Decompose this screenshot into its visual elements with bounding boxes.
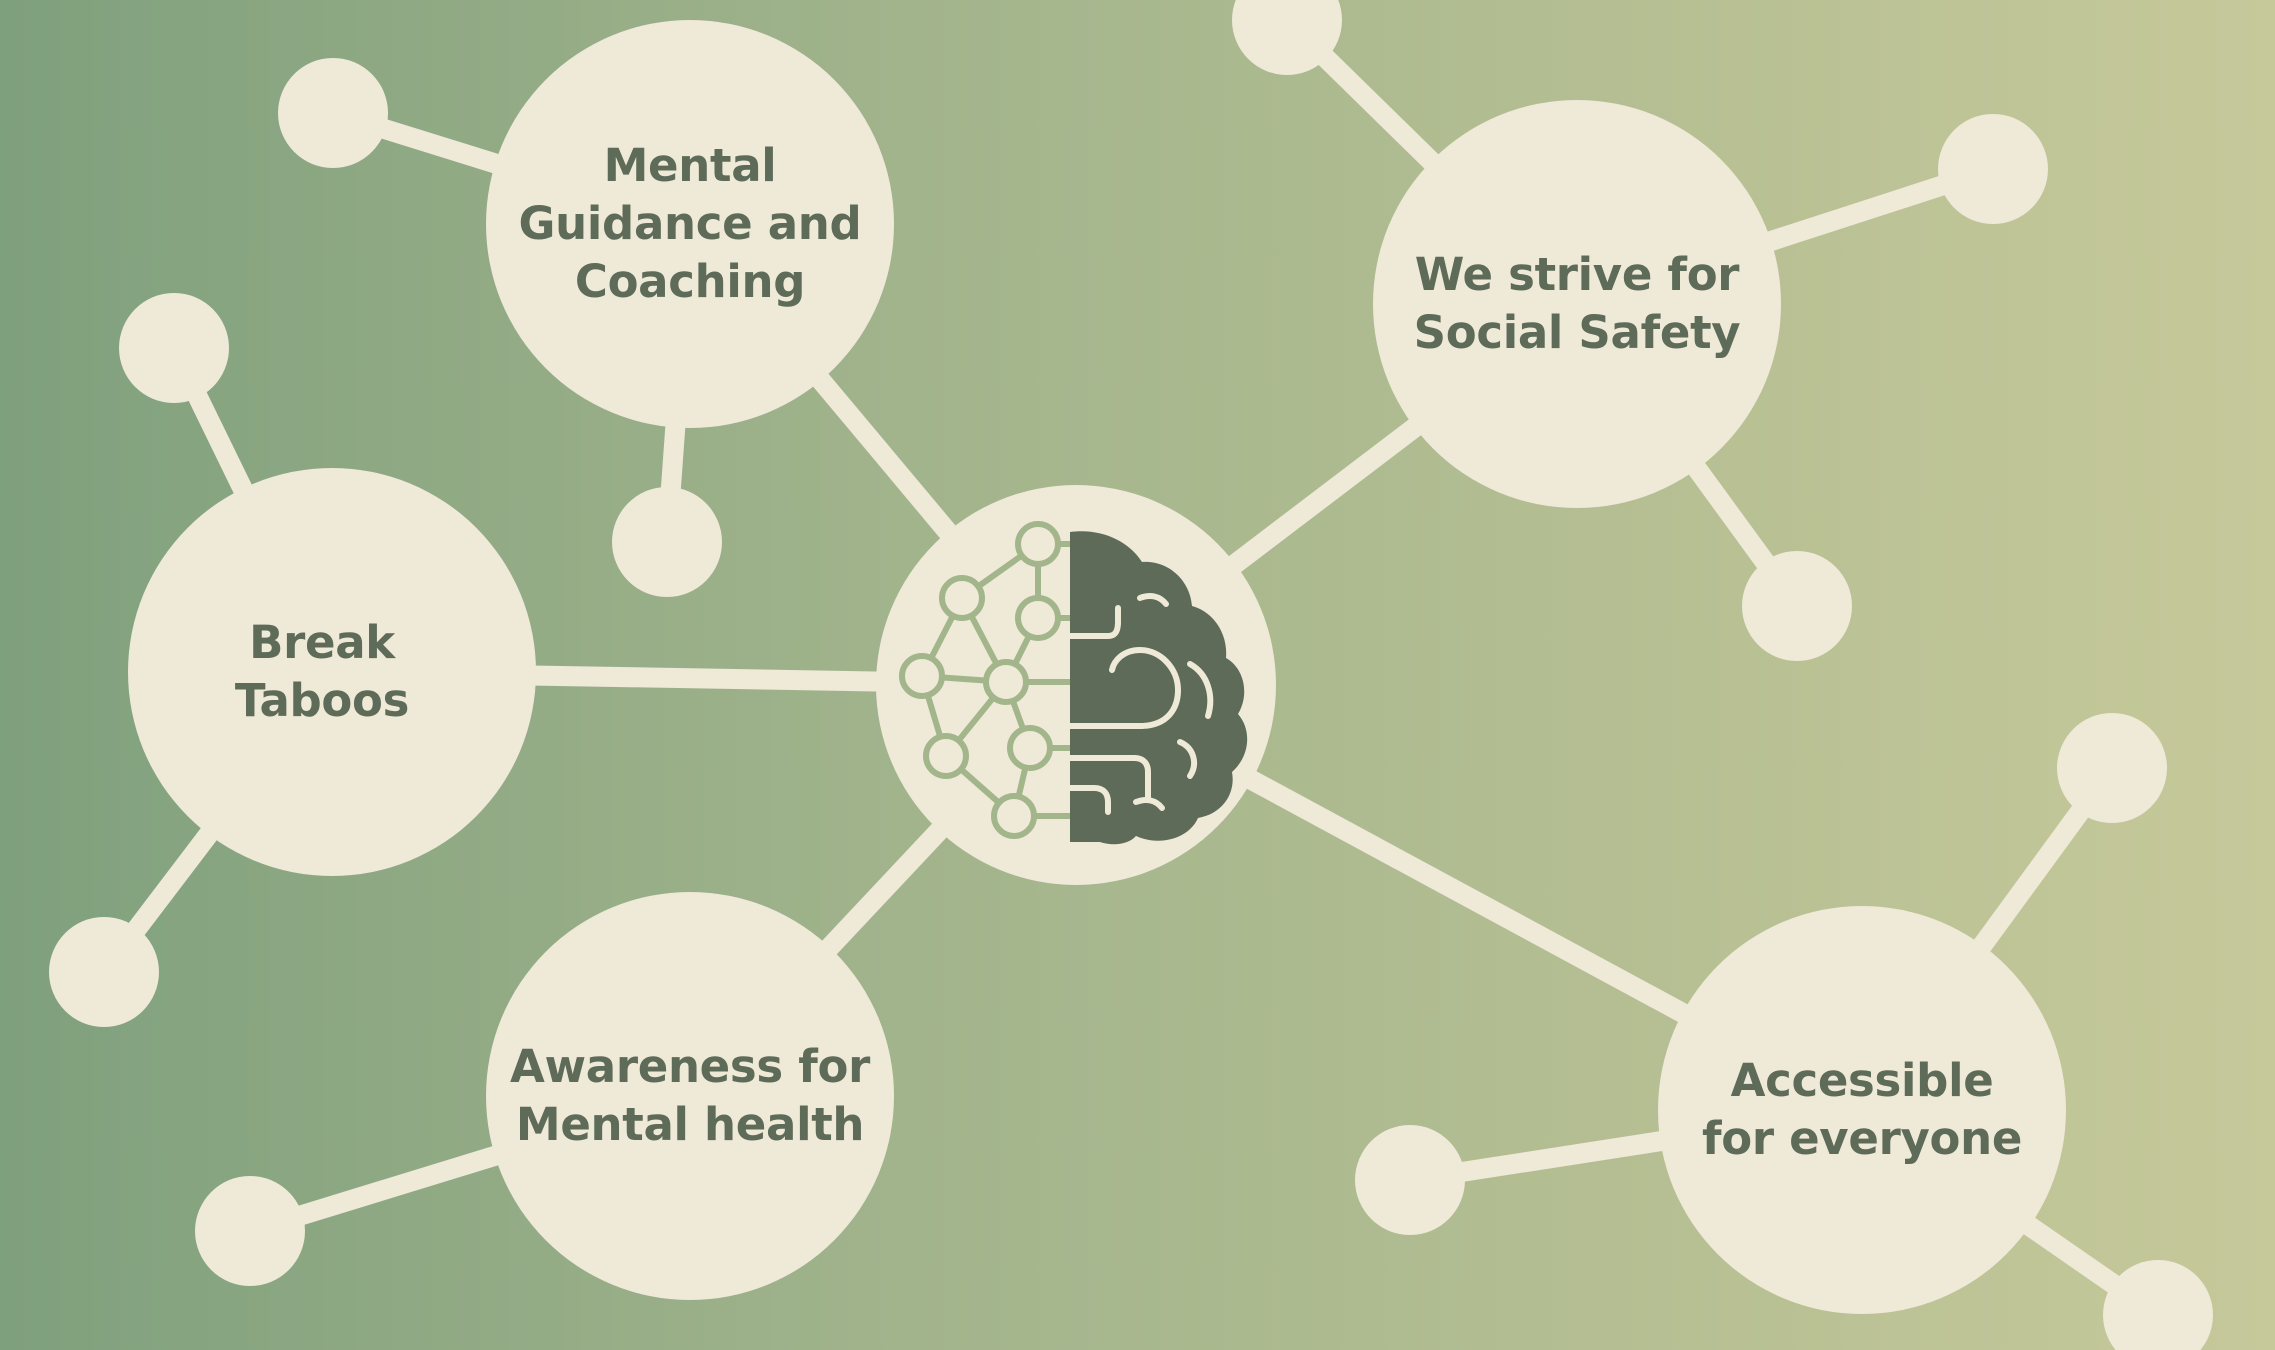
topic-node-mental-guidance: Mental Guidance and Coaching (486, 20, 894, 428)
topic-node-social-safety: We strive for Social Safety (1373, 100, 1781, 508)
topic-node-accessible: Accessible for everyone (1658, 906, 2066, 1314)
satellite-dot-1-0 (1232, 0, 1342, 75)
satellite-dot-4-1 (1355, 1125, 1465, 1235)
topic-node-awareness: Awareness for Mental health (486, 892, 894, 1300)
brain-hemisphere-right (1070, 531, 1248, 845)
satellite-dot-2-1 (49, 917, 159, 1027)
brain-network-icon (899, 521, 1248, 845)
neural-network-nodes (899, 521, 1061, 839)
topic-node-break-taboos: Break Taboos (128, 468, 536, 876)
brain-folds (1067, 593, 1214, 815)
topic-label-social-safety: We strive for Social Safety (1413, 248, 1741, 359)
satellite-dot-1-1 (1938, 114, 2048, 224)
satellite-dot-4-0 (2057, 713, 2167, 823)
satellite-dot-0-1 (612, 487, 722, 597)
satellite-dot-2-0 (119, 293, 229, 403)
satellite-dot-4-2 (2103, 1260, 2213, 1350)
topic-label-accessible: Accessible for everyone (1701, 1054, 2023, 1165)
satellite-dot-3-0 (195, 1176, 305, 1286)
topic-label-mental-guidance: Mental Guidance and Coaching (518, 139, 862, 308)
satellite-dot-0-0 (278, 58, 388, 168)
satellite-dot-1-2 (1742, 551, 1852, 661)
topic-label-break-taboos: Break Taboos (234, 616, 410, 727)
topic-label-awareness: Awareness for Mental health (509, 1040, 871, 1151)
